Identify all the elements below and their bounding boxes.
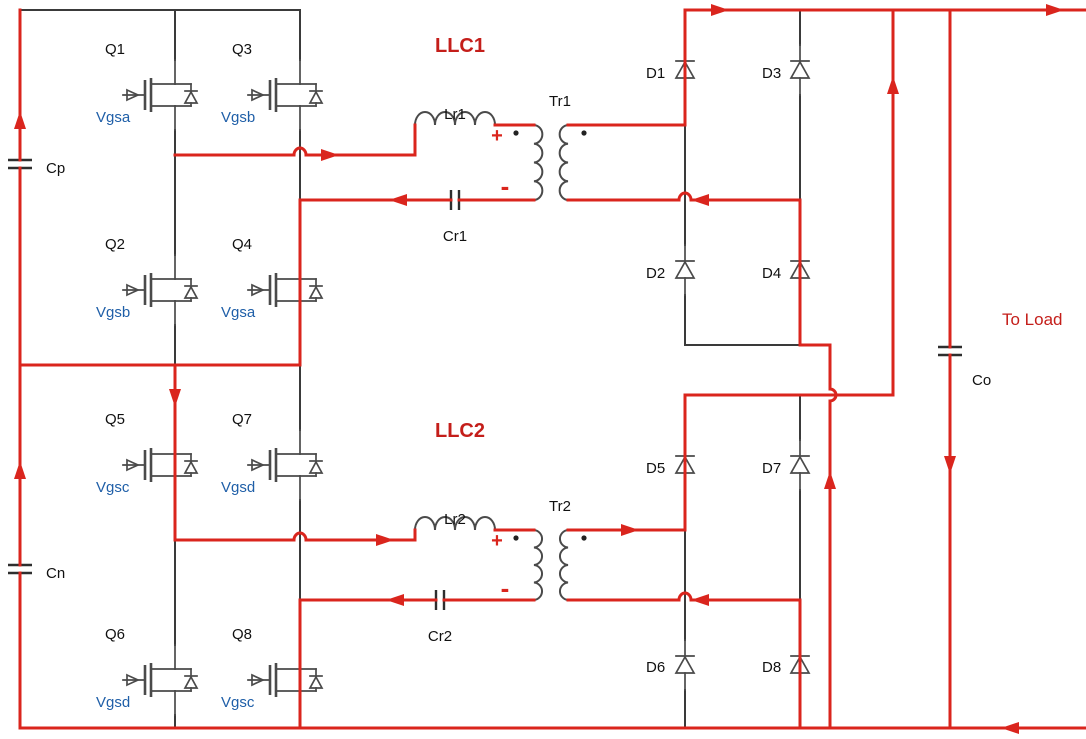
- label-d6: D6: [646, 659, 665, 676]
- mosfet-q5-symbol: [121, 428, 199, 502]
- to-load-label: To Load: [1002, 310, 1063, 329]
- gate-label-q5: Vgsc: [96, 479, 130, 496]
- label-d5: D5: [646, 460, 665, 477]
- tr2-minus-mark: -: [501, 573, 510, 603]
- label-q3: Q3: [232, 41, 252, 58]
- winding-dot: [513, 535, 519, 541]
- current-arrow: [944, 456, 956, 474]
- current-arrow: [887, 76, 899, 94]
- current-arrow: [1046, 4, 1064, 16]
- gate-label-q6: Vgsd: [96, 694, 130, 711]
- transformer-tr2: [513, 529, 587, 601]
- label-d4: D4: [762, 265, 781, 282]
- label-d3: D3: [762, 65, 781, 82]
- label-q7: Q7: [232, 411, 252, 428]
- label-lr2: Lr2: [444, 511, 466, 528]
- label-cp: Cp: [46, 160, 65, 177]
- label-q8: Q8: [232, 626, 252, 643]
- tr1-secondary-winding: [558, 124, 569, 201]
- winding-dot: [581, 535, 587, 541]
- label-d1: D1: [646, 65, 665, 82]
- current-arrow: [1001, 722, 1019, 734]
- black-wires: [19, 9, 801, 729]
- diode-d3-symbol: [790, 44, 810, 96]
- current-arrow: [14, 461, 26, 479]
- gate-label-q1: Vgsa: [96, 109, 131, 126]
- winding-dot: [513, 130, 519, 136]
- label-q4: Q4: [232, 236, 252, 253]
- gate-label-q3: Vgsb: [221, 109, 255, 126]
- label-cr1: Cr1: [443, 228, 467, 245]
- tr1-primary-winding: [533, 124, 544, 201]
- diode-d7-symbol: [790, 439, 810, 491]
- label-d8: D8: [762, 659, 781, 676]
- label-d7: D7: [762, 460, 781, 477]
- capacitor-plates: [8, 158, 962, 610]
- label-q2: Q2: [105, 236, 125, 253]
- inductor-lr1-coil: [414, 111, 496, 126]
- current-arrow: [14, 111, 26, 129]
- label-lr1: Lr1: [444, 106, 466, 123]
- mosfet-q2-symbol: [121, 253, 199, 327]
- mosfet-q7-symbol: [246, 428, 324, 502]
- label-d2: D2: [646, 265, 665, 282]
- winding-dot: [581, 130, 587, 136]
- current-arrow: [711, 4, 729, 16]
- llc1-title: LLC1: [435, 35, 485, 57]
- current-arrow: [169, 389, 181, 407]
- current-arrow: [389, 194, 407, 206]
- mosfet-q6-symbol: [121, 643, 199, 717]
- gate-label-q4: Vgsa: [221, 304, 256, 321]
- llc2-title: LLC2: [435, 420, 485, 442]
- label-co: Co: [972, 372, 991, 389]
- transformer-tr1: [513, 124, 587, 201]
- mosfet-q4-symbol: [246, 253, 324, 327]
- current-path: [18, 8, 1086, 730]
- gate-label-q2: Vgsb: [96, 304, 130, 321]
- tr1-plus-mark: +: [491, 125, 503, 147]
- gate-label-q8: Vgsc: [221, 694, 255, 711]
- current-arrow: [691, 594, 709, 606]
- label-tr1: Tr1: [549, 93, 571, 110]
- label-q5: Q5: [105, 411, 125, 428]
- diode-d6-symbol: [675, 639, 695, 691]
- current-arrow: [691, 194, 709, 206]
- current-arrow: [376, 534, 394, 546]
- current-arrow: [321, 149, 339, 161]
- label-tr2: Tr2: [549, 498, 571, 515]
- label-q1: Q1: [105, 41, 125, 58]
- gate-label-q7: Vgsd: [221, 479, 255, 496]
- tr2-secondary-winding: [559, 529, 569, 601]
- mosfet-q1-symbol: [121, 58, 199, 132]
- diode-d2-symbol: [675, 244, 695, 296]
- mosfet-q8-symbol: [246, 643, 324, 717]
- current-arrow: [386, 594, 404, 606]
- current-arrow: [621, 524, 639, 536]
- current-arrows: [14, 4, 1064, 734]
- tr2-plus-mark: +: [491, 530, 503, 552]
- inductor-lr2-coil: [414, 516, 496, 531]
- label-cn: Cn: [46, 565, 65, 582]
- tr2-primary-winding: [533, 529, 543, 601]
- label-q6: Q6: [105, 626, 125, 643]
- current-arrow: [824, 471, 836, 489]
- label-cr2: Cr2: [428, 628, 452, 645]
- tr1-minus-mark: -: [501, 171, 510, 201]
- mosfet-q3-symbol: [246, 58, 324, 132]
